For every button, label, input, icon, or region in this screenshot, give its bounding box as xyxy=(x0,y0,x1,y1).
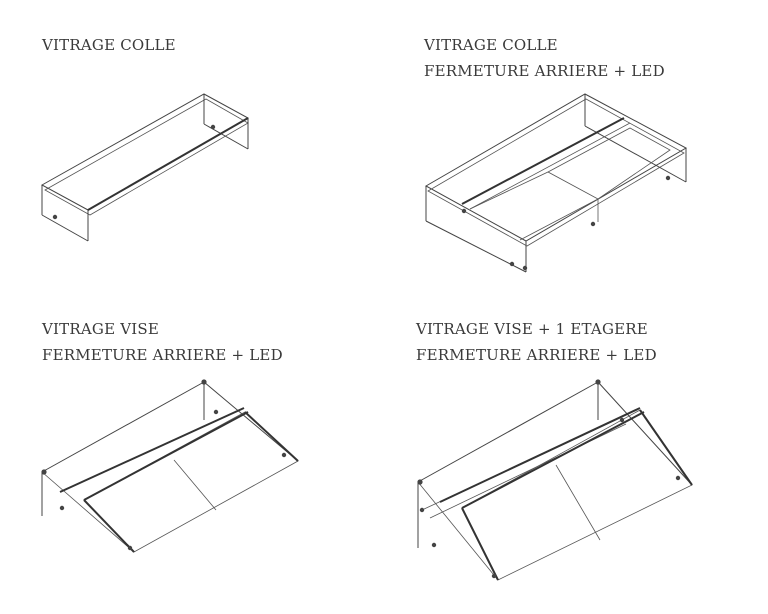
panel-3-subtitle: FERMETURE ARRIERE + LED xyxy=(42,346,283,364)
panel-4-caption: VITRAGE VISE + 1 ETAGERE FERMETURE ARRIE… xyxy=(416,316,657,368)
panel-4-subtitle: FERMETURE ARRIERE + LED xyxy=(416,346,657,364)
panel-1-caption: VITRAGE COLLE xyxy=(42,32,176,58)
panel-2-title: VITRAGE COLLE xyxy=(424,36,558,54)
panel-3-title: VITRAGE VISE xyxy=(42,320,159,338)
drawing-vitrage-vise-led xyxy=(41,379,299,553)
panel-2-caption: VITRAGE COLLE FERMETURE ARRIERE + LED xyxy=(424,32,665,84)
panel-4-title: VITRAGE VISE + 1 ETAGERE xyxy=(416,320,648,338)
drawing-vitrage-colle xyxy=(40,93,250,242)
panel-1-title: VITRAGE COLLE xyxy=(42,36,176,54)
drawing-vitrage-colle-led xyxy=(424,93,688,273)
panel-3-caption: VITRAGE VISE FERMETURE ARRIERE + LED xyxy=(42,316,283,368)
drawing-vitrage-vise-etagere-led xyxy=(417,379,693,581)
panel-2-subtitle: FERMETURE ARRIERE + LED xyxy=(424,62,665,80)
